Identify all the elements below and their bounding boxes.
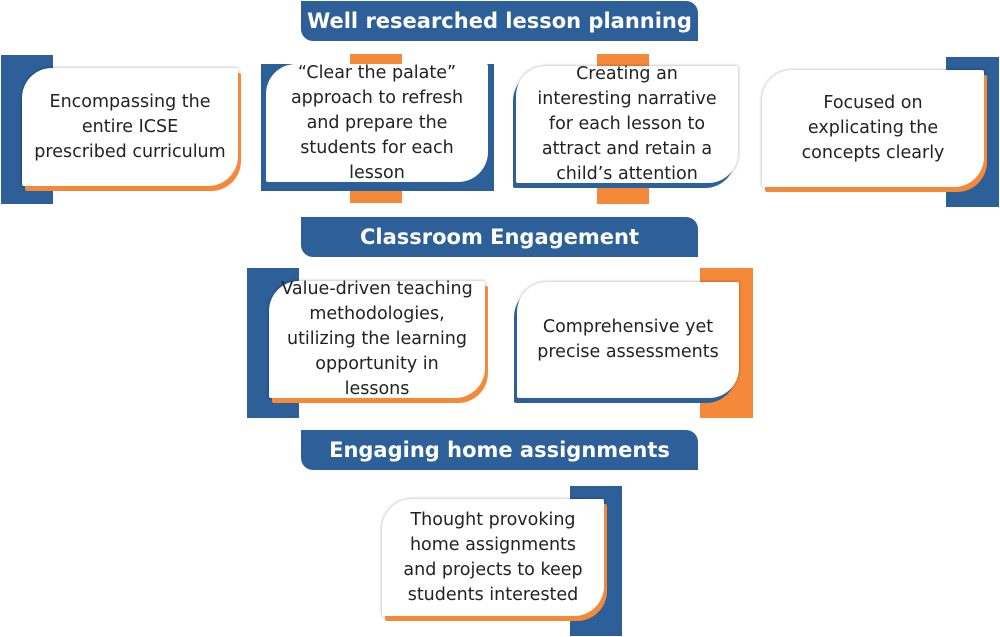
card-text: Comprehensive yet precise assessments — [537, 317, 719, 362]
card-text: Thought provoking home assignments and p… — [403, 509, 583, 605]
card-text: Encompassing the entire ICSE prescribed … — [34, 91, 226, 162]
card-clear-the-palate: “Clear the palate” approach to refresh a… — [266, 63, 488, 183]
card-assessments: Comprehensive yet precise assessments — [517, 282, 739, 398]
card-text: “Clear the palate” approach to refresh a… — [290, 62, 464, 183]
section-banner-lesson-planning: Well researched lesson planning — [301, 1, 698, 41]
card-text: Value-driven teaching methodologies, uti… — [281, 279, 473, 399]
card-interesting-narrative: Creating an interesting narrative for ea… — [516, 64, 738, 184]
card-text: Focused on explicating the concepts clea… — [801, 93, 945, 163]
card-full-curriculum: Encompassing the entire ICSE prescribed … — [22, 68, 238, 186]
card-thought-provoking-assignments: Thought provoking home assignments and p… — [382, 499, 604, 616]
card-text: Creating an interesting narrative for ea… — [537, 64, 717, 184]
section-banner-classroom-engagement: Classroom Engagement — [301, 217, 698, 257]
section-banner-home-assignments: Engaging home assignments — [301, 430, 698, 470]
card-value-driven-teaching: Value-driven teaching methodologies, uti… — [269, 279, 485, 399]
card-explicating-concepts: Focused on explicating the concepts clea… — [762, 70, 984, 187]
